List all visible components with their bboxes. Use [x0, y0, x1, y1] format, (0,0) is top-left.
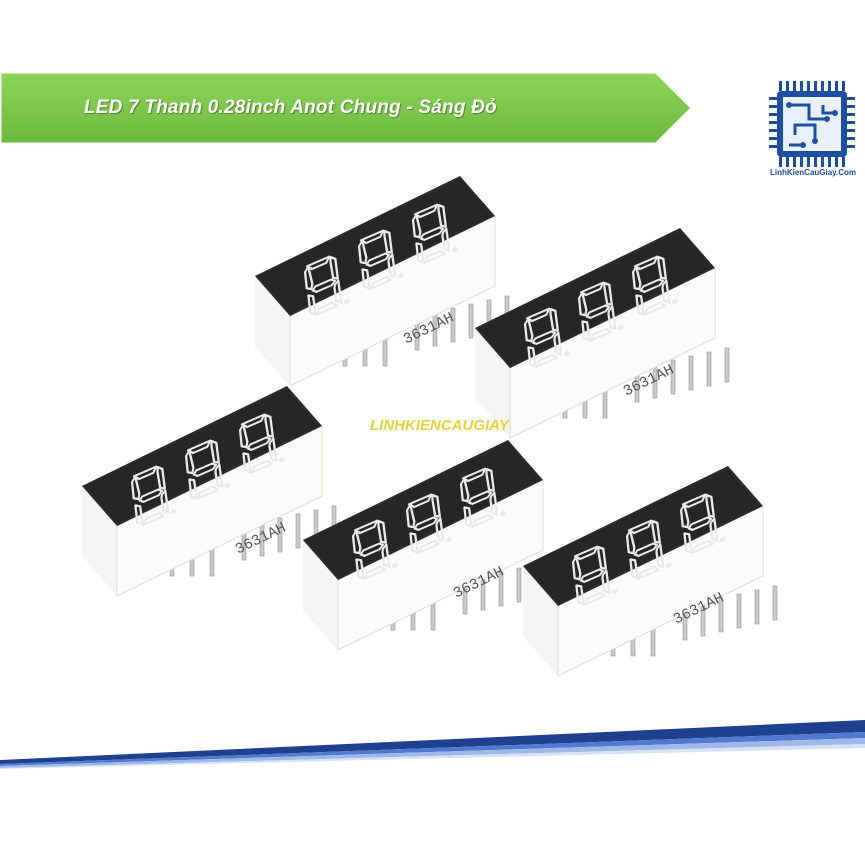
watermark-text: LINHKIENCAUGIAY: [370, 417, 509, 434]
display-module: [255, 176, 509, 386]
logo-caption: LinhKienCauGiay.Com: [769, 168, 857, 177]
display-module: [303, 440, 557, 650]
banner-title-text: LED 7 Thanh 0.28inch Anot Chung - Sáng Đ…: [84, 97, 497, 118]
footer-decoration: [0, 700, 865, 780]
display-module: [475, 228, 729, 438]
banner-title: LED 7 Thanh 0.28inch Anot Chung - Sáng Đ…: [0, 72, 692, 144]
title-banner: [0, 72, 692, 144]
display-module: [82, 386, 336, 596]
chip-logo-icon: [769, 75, 855, 175]
display-module: [523, 466, 777, 676]
